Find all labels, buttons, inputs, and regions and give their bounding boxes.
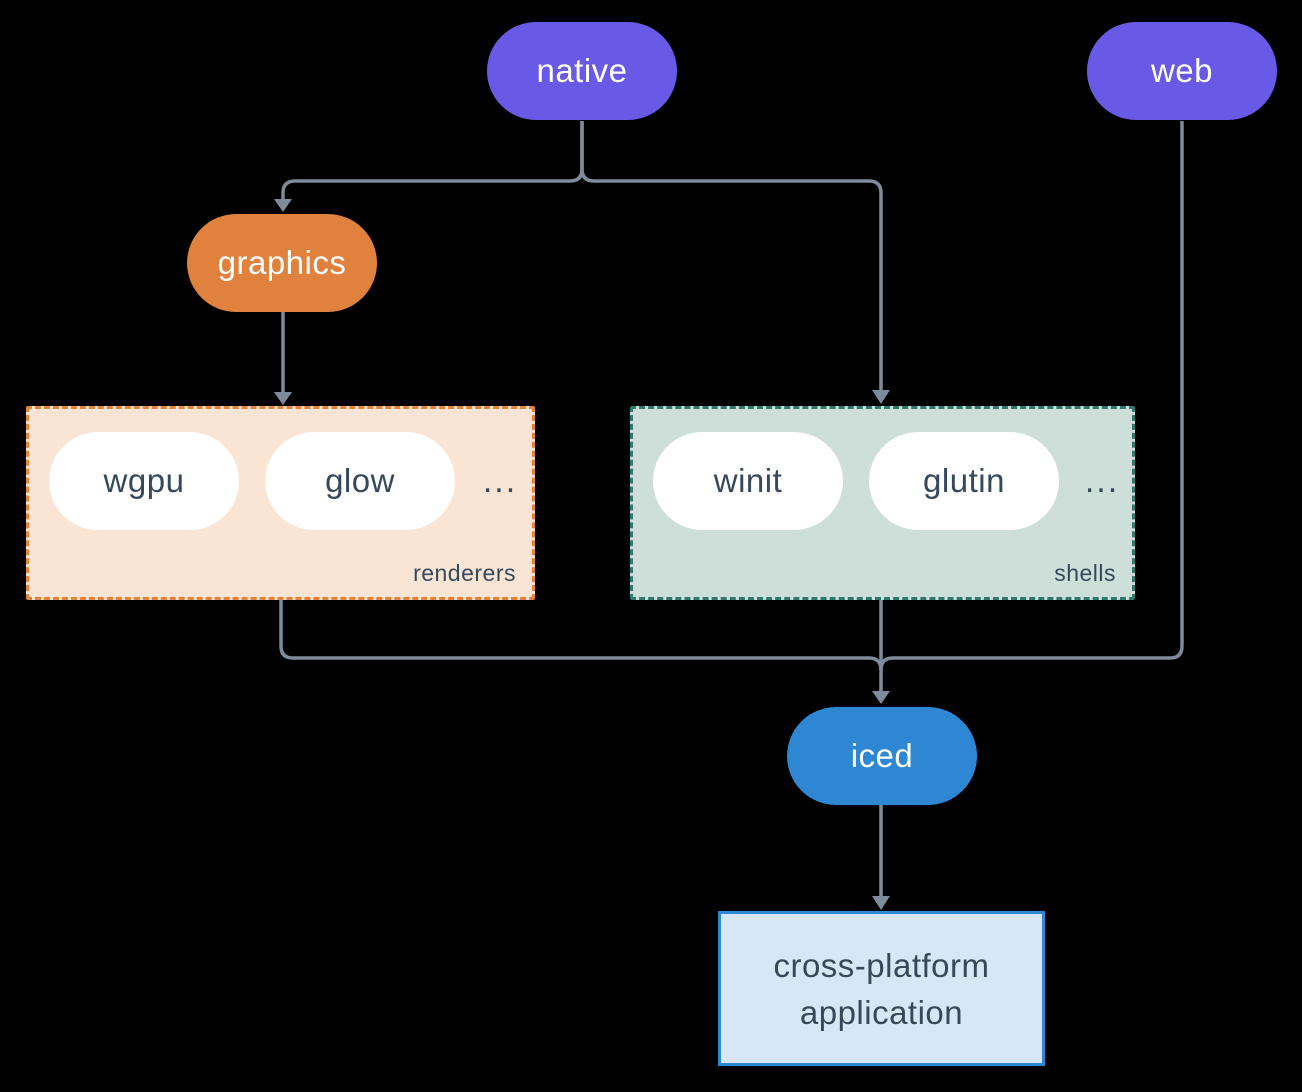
renderers-group-label: renderers [413,560,516,586]
node-glow: glow [265,432,455,530]
connector-native-to-graphics [281,121,584,199]
connector-renderers-to-iced [279,600,883,671]
shells-group-label: shells [1054,560,1116,586]
node-web: web [1087,22,1277,120]
arrowhead-renderers [274,392,292,405]
node-wgpu: wgpu [49,432,239,530]
group-renderers: wgpu glow ... renderers [26,406,535,600]
node-iced: iced [787,707,977,805]
node-native: native [487,22,677,120]
arrowhead-graphics [274,199,292,212]
node-graphics: graphics [187,214,377,312]
application-label-line1: cross-platform [773,946,990,984]
node-cross-platform-application: cross-platform application [718,911,1045,1066]
node-winit: winit [653,432,843,530]
node-glutin: glutin [869,432,1059,530]
connector-native-to-shells [580,121,883,390]
shells-ellipsis: ... [1084,461,1120,500]
renderers-ellipsis: ... [482,461,518,500]
arrowhead-iced [872,691,890,704]
group-shells: winit glutin ... shells [630,406,1135,600]
application-label-line2: application [799,993,964,1031]
arrowhead-shells [872,390,890,404]
arrowhead-application [872,896,890,910]
